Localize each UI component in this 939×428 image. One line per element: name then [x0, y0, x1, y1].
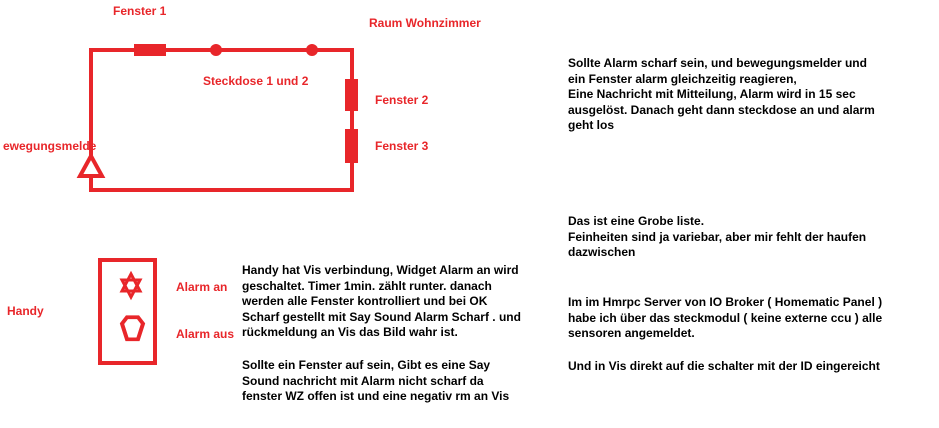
sockets-label: Steckdose 1 und 2	[203, 74, 309, 88]
phone-description: Handy hat Vis verbindung, Widget Alarm a…	[242, 263, 521, 341]
window-1-marker	[134, 44, 166, 56]
server-description-line: habe ich über das steckmodul ( keine ext…	[568, 310, 883, 325]
list-description-line: dazwischen	[568, 245, 636, 259]
list-description-line: Das ist eine Grobe liste.	[568, 214, 705, 228]
list-description-line: Feinheiten sind ja variebar, aber mir fe…	[568, 229, 867, 244]
server-description: Im im Hmrpc Server von IO Broker ( Homem…	[568, 295, 882, 342]
alarm-description-line: geht los	[568, 118, 615, 132]
room-outline	[89, 48, 354, 192]
alarm-description: Sollte Alarm scharf sein, und bewegungsm…	[568, 56, 875, 134]
server-description-line: Im im Hmrpc Server von IO Broker ( Homem…	[568, 295, 883, 309]
room-title: Raum Wohnzimmer	[369, 16, 481, 30]
phone-outline	[98, 258, 157, 365]
alarm-description-line: Sollte Alarm scharf sein, und bewegungsm…	[568, 56, 867, 70]
list-description: Das ist eine Grobe liste. Feinheiten sin…	[568, 214, 866, 261]
phone-description-line: Scharf gestellt mit Say Sound Alarm Scha…	[242, 309, 521, 324]
alarm-description-line: ein Fenster alarm gleichzeitig reagieren…	[568, 71, 797, 86]
phone-description-line: werden alle Fenster kontrolliert und bei…	[242, 294, 488, 308]
vis-description: Und in Vis direkt auf die schalter mit d…	[568, 359, 880, 375]
phone-description-line: Handy hat Vis verbindung, Widget Alarm a…	[242, 263, 519, 277]
motion-sensor-icon	[76, 151, 106, 178]
phone-description-line: geschaltet. Timer 1min. zählt runter. da…	[242, 278, 492, 293]
server-description-line: sensoren angemeldet.	[568, 326, 695, 340]
alarm-description-line: ausgelöst. Danach geht dann steckdose an…	[568, 102, 875, 117]
phone-description-line: rückmeldung an Vis das Bild wahr ist.	[242, 325, 458, 339]
motion-sensor-label: ewegungsmelde	[3, 139, 97, 153]
socket-1-marker	[210, 44, 222, 56]
vis-description-line: Und in Vis direkt auf die schalter mit d…	[568, 359, 880, 373]
window-3-label: Fenster 3	[375, 139, 429, 153]
alarm-off-hexagon-icon[interactable]	[119, 315, 146, 342]
window-2-marker	[345, 79, 358, 111]
window-open-description-line: fenster WZ offen ist und eine negativ rm…	[242, 389, 510, 403]
alarm-on-label: Alarm an	[176, 280, 228, 294]
window-2-label: Fenster 2	[375, 93, 429, 107]
window-open-description-line: Sollte ein Fenster auf sein, Gibt es ein…	[242, 358, 491, 372]
window-3-marker	[345, 129, 358, 163]
socket-2-marker	[306, 44, 318, 56]
window-open-description-line: Sound nachricht mit Alarm nicht scharf d…	[242, 373, 484, 388]
alarm-off-label: Alarm aus	[176, 327, 235, 341]
alarm-on-star-icon[interactable]	[119, 270, 143, 301]
window-open-description: Sollte ein Fenster auf sein, Gibt es ein…	[242, 358, 509, 405]
alarm-description-line: Eine Nachricht mit Mitteilung, Alarm wir…	[568, 87, 856, 101]
window-1-label: Fenster 1	[113, 4, 167, 18]
phone-label: Handy	[7, 304, 44, 318]
